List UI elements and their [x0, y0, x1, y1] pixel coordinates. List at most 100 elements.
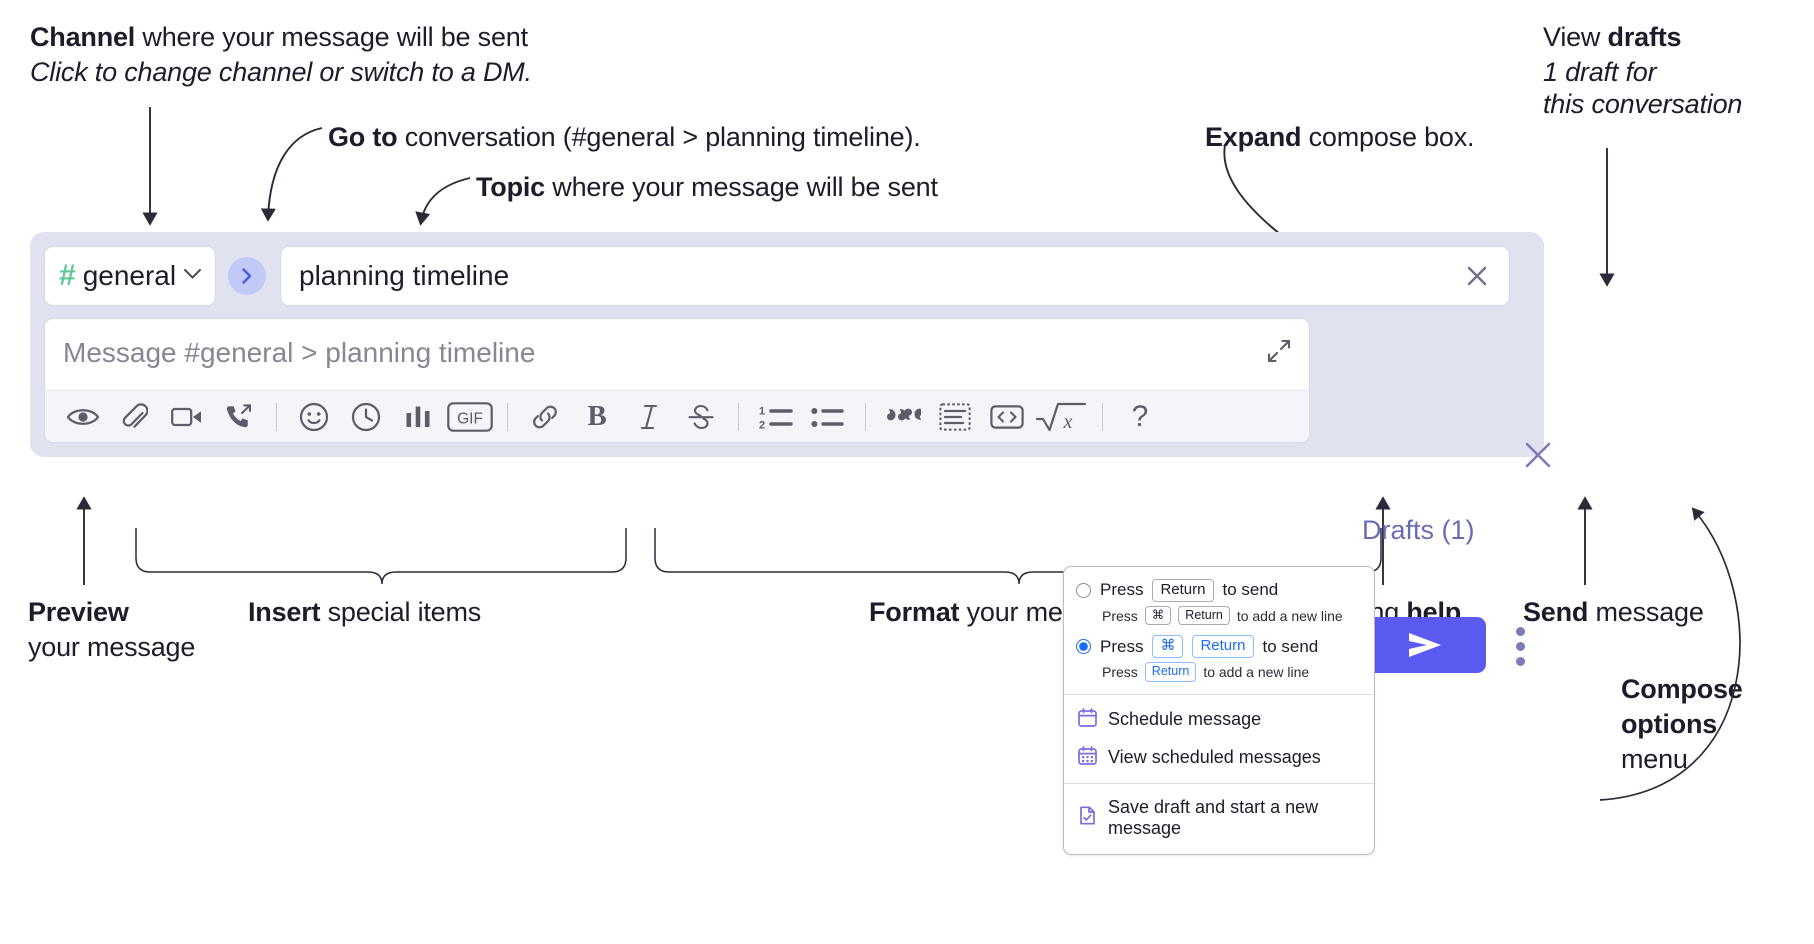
send-option-press-label: Press: [1100, 580, 1144, 600]
svg-text:1: 1: [759, 405, 765, 417]
code-block-icon[interactable]: [929, 394, 981, 440]
annotation-send: Send message: [1523, 597, 1813, 629]
math-icon[interactable]: x: [1033, 394, 1091, 440]
annotation-insert-rest: special items: [320, 597, 482, 627]
key-command: ⌘: [1144, 605, 1172, 626]
preview-icon[interactable]: [57, 394, 109, 440]
divider: [1102, 402, 1103, 431]
sub-press-label: Press: [1102, 663, 1138, 680]
inline-code-icon[interactable]: [981, 394, 1033, 440]
ordered-list-icon[interactable]: 1 2: [750, 394, 802, 440]
close-compose-button[interactable]: [1515, 432, 1561, 478]
menu-item-save-draft[interactable]: Save draft and start a new message: [1064, 790, 1374, 846]
annotation-insert-bold: Insert: [248, 597, 321, 627]
divider: [276, 402, 277, 431]
svg-text:GIF: GIF: [457, 410, 483, 427]
annotation-compose-options-rest: menu: [1621, 744, 1688, 775]
hash-icon: #: [59, 259, 76, 292]
menu-item-label: View scheduled messages: [1108, 747, 1321, 768]
sub-tail: to add a new line: [1203, 663, 1310, 680]
link-icon[interactable]: [519, 394, 571, 440]
menu-item-view-scheduled[interactable]: View scheduled messages: [1064, 739, 1374, 777]
audio-clip-icon[interactable]: [213, 394, 265, 440]
annotation-insert: Insert special items: [248, 597, 668, 629]
message-input[interactable]: Message #general > planning timeline: [63, 337, 536, 368]
kebab-dot: [1515, 626, 1525, 636]
annotation-preview: Preview your message: [28, 597, 258, 664]
annotation-preview-sub: your message: [28, 631, 196, 662]
radio-selected-icon[interactable]: [1076, 639, 1091, 655]
divider: [507, 402, 508, 431]
compose-options-menu: Press Return to send Press ⌘ Return to a…: [1063, 566, 1375, 855]
annotation-channel-bold: Channel: [30, 22, 136, 52]
schedule-clock-icon[interactable]: [340, 394, 392, 440]
annotation-goto-bold: Go to: [328, 122, 398, 152]
menu-item-label: Schedule message: [1108, 709, 1262, 730]
blockquote-icon[interactable]: [877, 394, 929, 440]
menu-item-label: Save draft and start a new message: [1108, 796, 1319, 838]
send-option-return[interactable]: Press Return to send: [1064, 577, 1374, 604]
key-return: Return: [1152, 579, 1214, 602]
annotation-expand-bold: Expand: [1205, 122, 1302, 152]
bulleted-list-icon[interactable]: [802, 394, 854, 440]
send-option-tail: to send: [1262, 636, 1319, 656]
formatting-toolbar: GIF B 1 2: [45, 390, 1309, 442]
annotation-goto-rest: conversation (#general > planning timeli…: [397, 122, 921, 152]
expand-icon[interactable]: [1259, 331, 1299, 371]
chevron-right-icon: [242, 268, 252, 284]
divider: [1064, 693, 1374, 695]
annotation-topic-bold: Topic: [476, 172, 545, 202]
radio-unselected-icon[interactable]: [1076, 582, 1091, 598]
attachment-icon[interactable]: [109, 394, 161, 440]
annotation-channel-rest: where your message will be sent: [135, 22, 528, 52]
message-input-container[interactable]: Message #general > planning timeline: [44, 318, 1310, 443]
formatting-help-icon[interactable]: ?: [1131, 399, 1149, 433]
annotation-expand: Expand compose box.: [1205, 122, 1625, 154]
save-draft-icon: [1078, 806, 1097, 830]
send-option-return-sub: Press ⌘ Return to add a new line: [1064, 604, 1374, 630]
annotation-topic: Topic where your message will be sent: [476, 172, 1176, 204]
sub-tail: to add a new line: [1236, 607, 1343, 624]
annotation-compose-options: Compose options menu: [1621, 672, 1814, 777]
send-button[interactable]: [1362, 617, 1486, 673]
bold-icon[interactable]: B: [587, 400, 607, 432]
key-return: Return: [1192, 635, 1254, 659]
divider: [738, 402, 739, 431]
gif-icon[interactable]: GIF: [444, 394, 496, 440]
italic-icon[interactable]: [623, 394, 675, 440]
kebab-dot: [1515, 656, 1525, 666]
drafts-link[interactable]: Drafts (1): [1362, 515, 1475, 545]
key-return: Return: [1178, 605, 1230, 626]
annotation-drafts: View drafts 1 draft for this conversatio…: [1543, 22, 1813, 121]
annotation-drafts-sub2: this conversation: [1543, 88, 1743, 119]
compose-options-button[interactable]: [1502, 620, 1538, 672]
send-shortcut-options: Press Return to send Press ⌘ Return to a…: [1064, 567, 1374, 694]
annotation-channel-sub: Click to change channel or switch to a D…: [30, 56, 532, 87]
compose-panel: # general planning timeline Message #gen…: [30, 232, 1551, 673]
close-icon[interactable]: [1455, 254, 1499, 298]
menu-item-schedule-message[interactable]: Schedule message: [1064, 701, 1374, 739]
topic-field[interactable]: planning timeline: [280, 246, 1510, 306]
send-option-cmd-return-sub: Press Return to add a new line: [1064, 660, 1374, 686]
svg-text:2: 2: [759, 419, 765, 431]
key-return: Return: [1144, 662, 1197, 682]
annotation-compose-options-bold1: Compose: [1621, 674, 1743, 704]
send-option-cmd-return[interactable]: Press ⌘ Return to send: [1064, 633, 1374, 660]
annotation-drafts-sub1: 1 draft for: [1543, 56, 1657, 87]
channel-selector[interactable]: # general: [44, 246, 216, 306]
chevron-down-icon: [183, 267, 202, 285]
annotation-drafts-lead: View: [1543, 22, 1608, 52]
calendar-schedule-icon: [1078, 707, 1097, 732]
divider: [1064, 782, 1374, 784]
strikethrough-icon[interactable]: [675, 394, 727, 440]
annotation-channel: Channel where your message will be sent …: [30, 22, 650, 89]
send-icon: [1409, 633, 1441, 657]
poll-icon[interactable]: [392, 394, 444, 440]
channel-name: general: [82, 260, 177, 291]
video-clip-icon[interactable]: [161, 394, 213, 440]
annotation-preview-bold: Preview: [28, 597, 129, 627]
send-option-press-label: Press: [1100, 636, 1144, 656]
emoji-icon[interactable]: [288, 394, 340, 440]
key-command: ⌘: [1152, 635, 1184, 659]
goto-conversation-button[interactable]: [228, 257, 266, 295]
